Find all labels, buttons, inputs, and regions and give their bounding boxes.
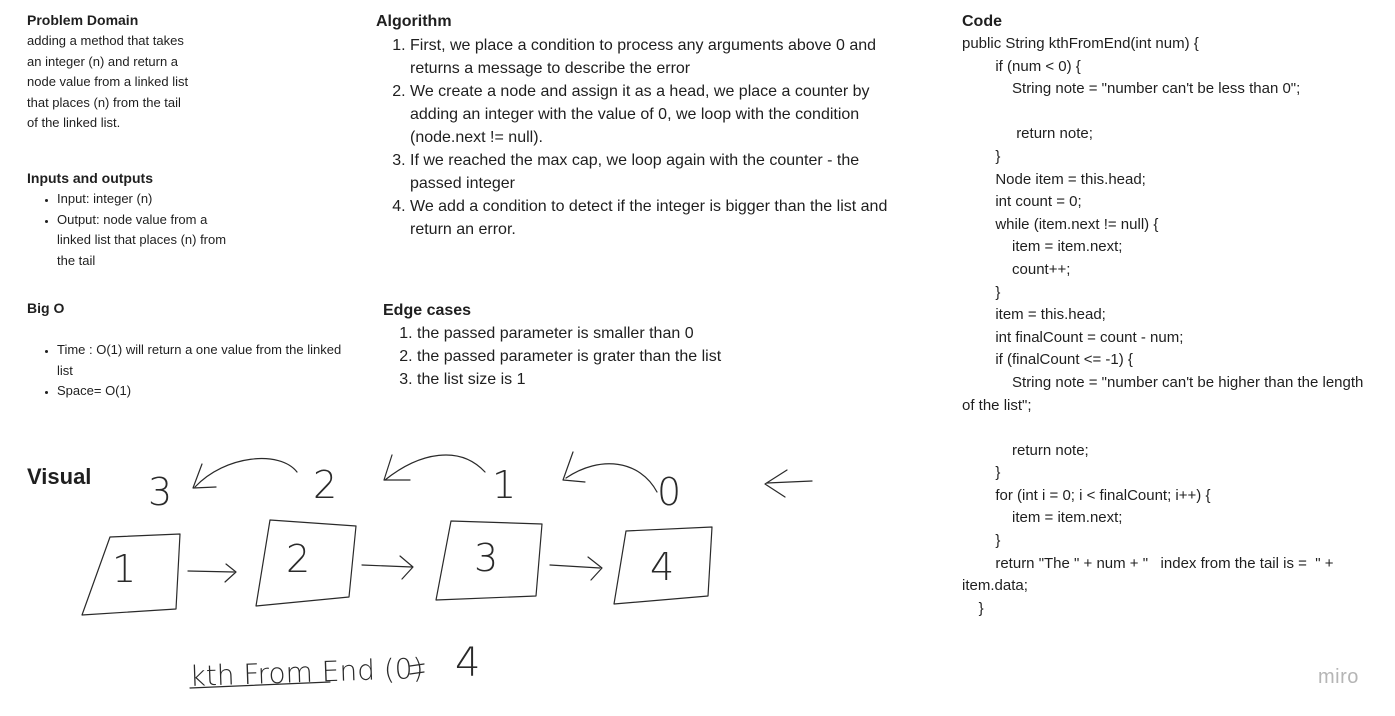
edge-cases-title: Edge cases — [383, 302, 472, 319]
bigo-title: Big O — [27, 300, 65, 316]
tail-index-0: 0 — [657, 470, 681, 514]
node-box-3 — [435, 520, 543, 601]
code-line: count++; — [962, 260, 1071, 278]
visual-title: Visual — [27, 464, 92, 489]
code-line: item = item.next; — [962, 509, 1123, 527]
code-line: return "The " + num + " index from the t… — [962, 554, 1338, 595]
back-arrow-1-2 — [383, 454, 486, 481]
code-line: } — [962, 147, 1001, 165]
node-value-2: 2 — [286, 537, 310, 581]
code-title: Code — [962, 13, 1002, 30]
code-line: item = item.next; — [962, 238, 1123, 256]
edge-cases-list: the passed parameter is smaller than 0 t… — [383, 322, 817, 391]
code-line: String note = "number can't be higher th… — [962, 373, 1368, 414]
code-block: public String kthFromEnd(int num) { if (… — [962, 33, 1372, 620]
equals-sign-line — [409, 671, 425, 675]
bigo-item-space: Space= O(1) — [57, 381, 347, 402]
code-line: } — [962, 283, 1001, 301]
code-line: return note; — [962, 125, 1093, 143]
problem-domain-title: Problem Domain — [27, 12, 139, 28]
edge-case-item: the passed parameter is smaller than 0 — [417, 322, 817, 345]
code-line: Node item = this.head; — [962, 170, 1146, 188]
problem-domain-line: an integer (n) and return a — [27, 53, 179, 69]
code-line: } — [962, 599, 984, 617]
bigo-list: Time : O(1) will return a one value from… — [27, 340, 347, 402]
algorithm-step: First, we place a condition to process a… — [410, 34, 894, 80]
edge-case-item: the list size is 1 — [417, 368, 817, 391]
next-arrow-2-3 — [361, 555, 414, 580]
bigo-item-time: Time : O(1) will return a one value from… — [57, 340, 347, 381]
tail-index-3: 3 — [148, 470, 172, 514]
code-line: if (finalCount <= -1) { — [962, 351, 1133, 369]
code-line: item = this.head; — [962, 306, 1106, 324]
next-arrow-1-2 — [187, 563, 237, 583]
next-arrow-3-4 — [549, 556, 603, 581]
algorithm-step: We create a node and assign it as a head… — [410, 80, 894, 149]
code-line: } — [962, 532, 1001, 550]
tail-pointer-arrow — [764, 469, 813, 498]
back-arrow-2-3 — [192, 457, 298, 489]
algorithm-title: Algorithm — [376, 13, 452, 30]
edge-case-item: the passed parameter is grater than the … — [417, 345, 817, 368]
caption-call: kth From End (0) — [189, 652, 424, 693]
algorithm-steps: First, we place a condition to process a… — [376, 34, 894, 241]
node-value-3: 3 — [474, 536, 498, 580]
problem-domain-line: adding a method that takes — [27, 33, 184, 48]
node-value-1: 1 — [112, 547, 136, 591]
code-line: public String kthFromEnd(int num) { — [962, 35, 1199, 52]
back-arrow-0-1 — [562, 451, 658, 493]
code-line: return note; — [962, 441, 1089, 459]
problem-domain-text: adding a method that takes an integer (n… — [27, 31, 227, 134]
algorithm-step: If we reached the max cap, we loop again… — [410, 149, 894, 195]
code-line — [962, 417, 1372, 440]
code-line: } — [962, 464, 1001, 482]
problem-domain-line: of the linked list. — [27, 115, 121, 130]
caption-underline — [189, 681, 331, 689]
equals-sign-line — [409, 663, 425, 667]
problem-domain-line: that places (n) from the tail — [27, 94, 181, 110]
caption-result: 4 — [455, 640, 480, 686]
code-line: if (num < 0) { — [962, 57, 1081, 75]
node-box-2 — [255, 519, 357, 607]
code-line: String note = "number can't be less than… — [962, 80, 1301, 98]
io-item-output: Output: node value from a linked list th… — [57, 210, 237, 272]
node-box-1 — [81, 533, 181, 616]
code-line: for (int i = 0; i < finalCount; i++) { — [962, 486, 1211, 504]
miro-watermark: miro — [1318, 666, 1359, 688]
code-line: while (item.next != null) { — [962, 215, 1159, 233]
algorithm-step: We add a condition to detect if the inte… — [410, 195, 894, 241]
code-line: int finalCount = count - num; — [962, 328, 1184, 346]
io-item-input: Input: integer (n) — [57, 189, 237, 210]
code-line: int count = 0; — [962, 193, 1082, 211]
code-line — [962, 101, 1372, 124]
io-list: Input: integer (n) Output: node value fr… — [27, 189, 237, 271]
tail-index-1: 1 — [492, 463, 516, 507]
node-box-4 — [613, 526, 713, 605]
node-value-4: 4 — [650, 545, 674, 589]
tail-index-2: 2 — [313, 463, 337, 507]
io-title: Inputs and outputs — [27, 170, 153, 186]
problem-domain-line: node value from a linked list — [27, 74, 189, 89]
